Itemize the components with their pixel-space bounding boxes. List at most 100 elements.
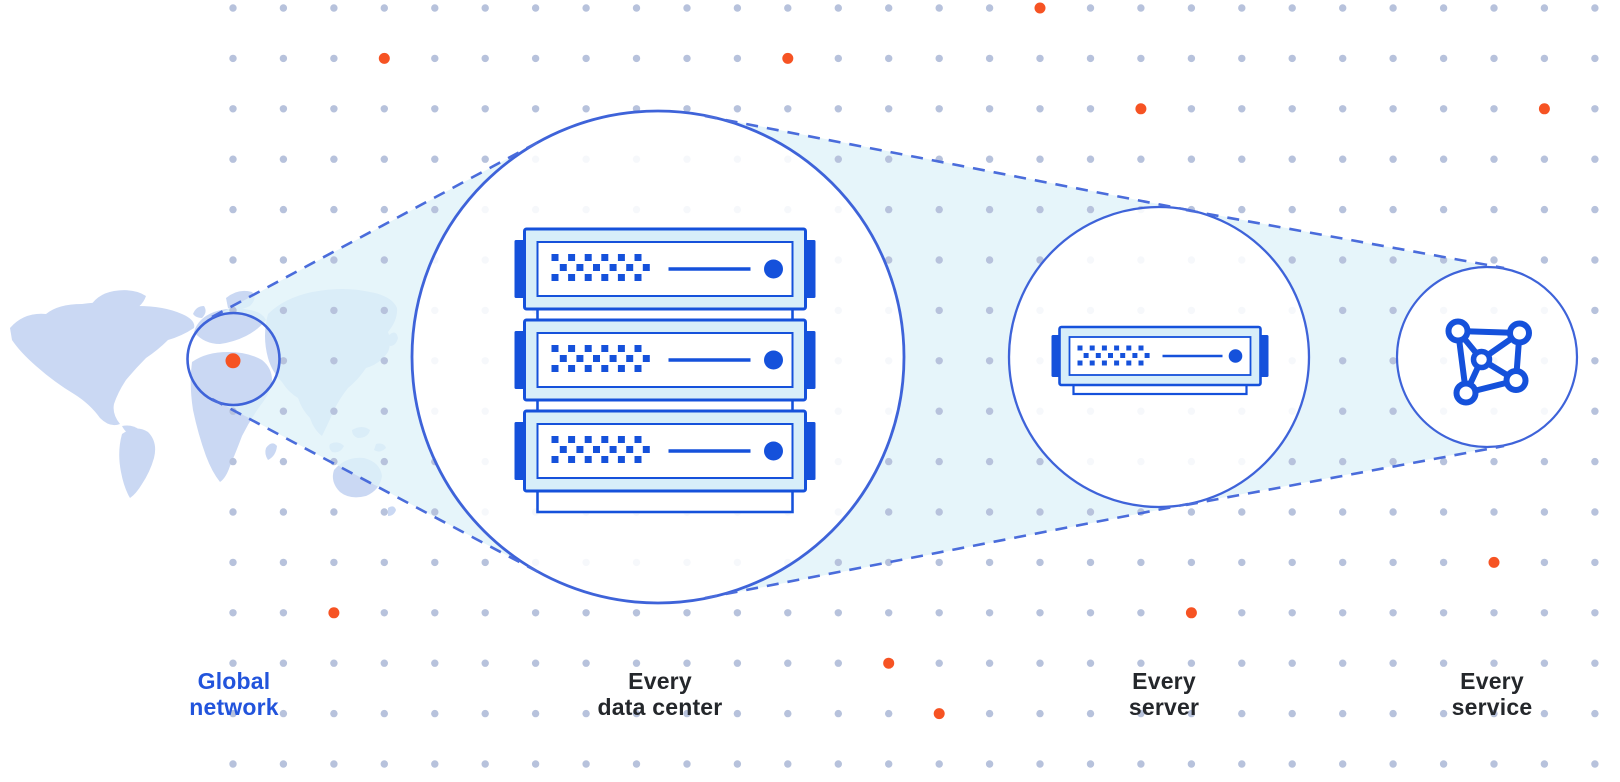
grid-dot — [1591, 205, 1599, 214]
grid-dot — [1389, 709, 1397, 718]
grid-dot — [1591, 306, 1599, 315]
grid-dot — [985, 407, 994, 415]
grid-dot — [1439, 155, 1448, 163]
grid-dot — [1339, 760, 1347, 768]
grid-dot — [1540, 4, 1549, 12]
grid-dot — [279, 155, 288, 163]
grid-dot — [1439, 508, 1448, 516]
grid-dot — [985, 105, 994, 113]
grid-dot — [1288, 256, 1296, 264]
grid-dot — [1540, 659, 1549, 667]
grid-dot — [431, 760, 439, 768]
grid-dot — [1036, 659, 1044, 667]
grid-dot — [531, 709, 540, 718]
grid-dot — [1591, 709, 1599, 718]
grid-dot — [330, 4, 338, 12]
grid-dot — [733, 4, 742, 12]
grid-dot — [229, 508, 237, 516]
grid-dot — [330, 659, 338, 667]
grid-dot — [229, 558, 237, 567]
grid-dot — [582, 609, 590, 617]
grid-dot — [1036, 709, 1044, 718]
grid-dot — [229, 105, 237, 113]
grid-dot — [1339, 558, 1347, 567]
grid-dot — [733, 709, 742, 718]
grid-dot — [985, 508, 994, 516]
stage-label-line: service — [1451, 694, 1533, 720]
grid-dot — [1490, 709, 1498, 718]
grid-dot — [279, 558, 288, 567]
grid-dot — [1339, 457, 1347, 466]
grid-dot — [784, 709, 792, 718]
grid-dot — [431, 155, 439, 163]
grid-dot — [1439, 659, 1448, 667]
stage-label-line: Every — [1460, 668, 1524, 694]
grid-dot — [582, 105, 590, 113]
grid-dot — [1490, 609, 1498, 617]
grid-dot — [1389, 558, 1397, 567]
grid-dot — [279, 760, 288, 768]
grid-dot — [1086, 609, 1095, 617]
grid-dot — [380, 457, 388, 466]
grid-dot — [885, 609, 893, 617]
grid-dot — [935, 256, 943, 264]
grid-dot — [330, 205, 338, 214]
grid-dot — [784, 105, 792, 113]
grid-dot — [1086, 659, 1095, 667]
grid-dot — [885, 709, 893, 718]
grid-dot — [834, 760, 842, 768]
grid-dot — [683, 105, 691, 113]
grid-dot — [330, 105, 338, 113]
grid-dot — [431, 609, 439, 617]
grid-dot — [229, 54, 237, 63]
grid-dot — [1490, 457, 1498, 466]
grid-dot — [1187, 760, 1196, 768]
grid-dot — [380, 105, 388, 113]
grid-dot — [1187, 508, 1196, 516]
grid-dot — [683, 709, 691, 718]
grid-dot — [1591, 558, 1599, 567]
grid-dot — [431, 205, 439, 214]
grid-dot — [985, 155, 994, 163]
grid-dot — [885, 558, 893, 567]
grid-dot — [531, 54, 540, 63]
grid-dot — [935, 760, 943, 768]
grid-dot — [1540, 155, 1549, 163]
accent-orange-dot — [933, 708, 945, 720]
grid-dot — [985, 357, 994, 365]
grid-dot — [229, 760, 237, 768]
grid-dot — [1288, 508, 1296, 516]
grid-dot — [582, 4, 590, 12]
grid-dot — [431, 659, 439, 667]
grid-dot — [1439, 105, 1448, 113]
grid-dot — [582, 760, 590, 768]
grid-dot — [481, 4, 489, 12]
grid-dot — [784, 760, 792, 768]
grid-dot — [1540, 54, 1549, 63]
grid-dot — [1339, 659, 1347, 667]
grid-dot — [279, 306, 288, 315]
grid-dot — [279, 357, 288, 365]
grid-dot — [1187, 4, 1196, 12]
grid-dot — [885, 105, 893, 113]
zoom-cone-datacenter-to-server — [705, 115, 1188, 599]
grid-dot — [632, 54, 641, 63]
grid-dot — [279, 457, 288, 466]
grid-dot — [531, 609, 540, 617]
grid-dot — [1339, 508, 1347, 516]
grid-dot — [1389, 155, 1397, 163]
grid-dot — [733, 659, 742, 667]
grid-dot — [279, 659, 288, 667]
grid-dot — [733, 105, 742, 113]
zoom-cone-map-to-datacenter — [212, 139, 543, 575]
stage-label-every-server: Every server — [1024, 668, 1304, 720]
grid-dot — [1389, 659, 1397, 667]
grid-dot — [279, 4, 288, 12]
grid-dot — [885, 256, 893, 264]
grid-dot — [279, 54, 288, 63]
global-network-circle — [186, 311, 281, 407]
grid-dot — [1036, 155, 1044, 163]
grid-dot — [1036, 105, 1044, 113]
